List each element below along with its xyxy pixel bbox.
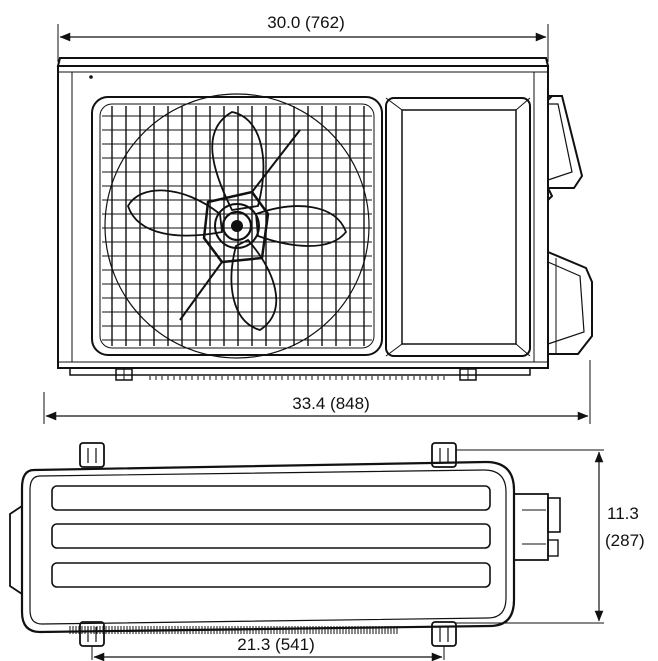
side-handle	[547, 95, 584, 201]
bottom-fin-strip	[69, 626, 398, 634]
fan-blades	[104, 93, 370, 359]
overall-width-label: 33.4 (848)	[292, 394, 370, 413]
overall-width-dimension: 33.4 (848)	[43, 360, 591, 424]
top-view: 11.3 (287) 21.3 (541)	[9, 442, 645, 661]
fan-grille	[91, 96, 383, 356]
top-grille-bars	[51, 485, 491, 588]
foot-spacing-dimension: 21.3 (541)	[91, 635, 445, 661]
top-foot-right-top	[431, 442, 457, 468]
depth-value-label: 11.3	[607, 504, 639, 523]
valve-cover	[547, 251, 593, 355]
service-panel	[385, 97, 531, 357]
foot-spacing-label: 21.3 (541)	[237, 635, 315, 654]
cabinet	[56, 57, 550, 381]
bottom-vent-slots	[149, 376, 445, 380]
front-foot-left	[115, 368, 133, 381]
top-width-dimension: 30.0 (762)	[57, 13, 549, 62]
front-view: 30.0 (762)	[43, 13, 593, 424]
top-valve-box	[514, 493, 561, 561]
grille-bars	[102, 106, 372, 346]
front-foot-right	[459, 368, 477, 381]
depth-dimension: 11.3 (287)	[456, 449, 645, 624]
depth-metric-label: (287)	[605, 531, 645, 550]
top-width-label: 30.0 (762)	[267, 13, 345, 32]
top-foot-left-top	[79, 442, 105, 468]
